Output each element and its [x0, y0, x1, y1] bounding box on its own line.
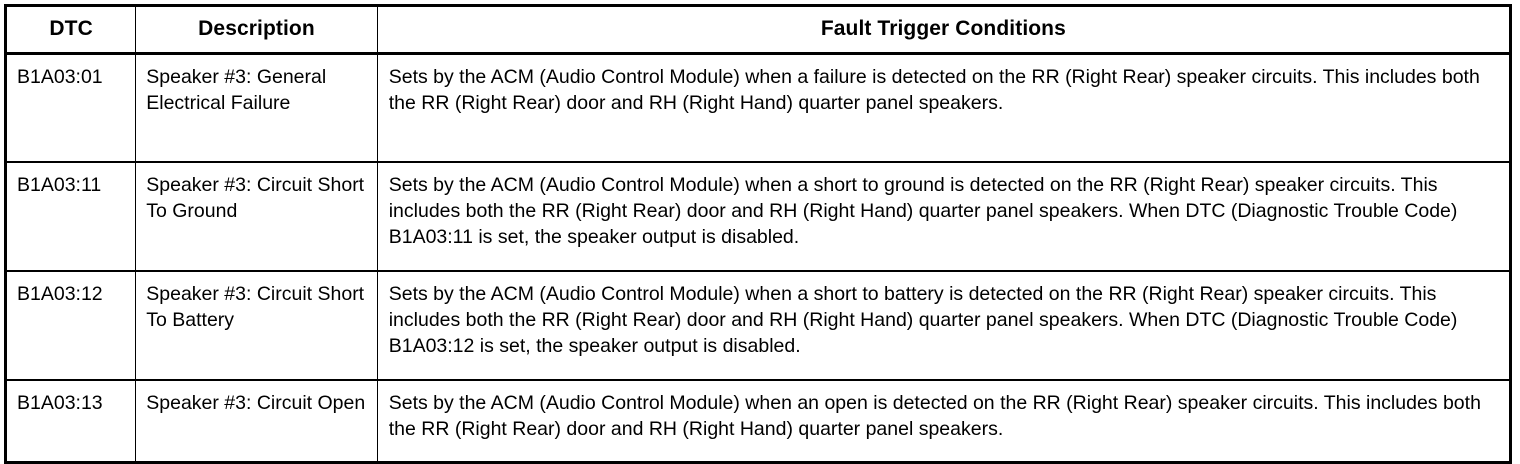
- cell-description: Speaker #3: Circuit Open: [135, 379, 378, 463]
- dtc-table-container: DTC Description Fault Trigger Conditions…: [4, 4, 1512, 464]
- table-header-row: DTC Description Fault Trigger Conditions: [5, 5, 1511, 55]
- table-row: B1A03:12 Speaker #3: Circuit Short To Ba…: [5, 270, 1511, 380]
- cell-fault-trigger-conditions: Sets by the ACM (Audio Control Module) w…: [377, 161, 1511, 271]
- cell-description: Speaker #3: General Electrical Failure: [135, 53, 378, 162]
- cell-fault-trigger-conditions: Sets by the ACM (Audio Control Module) w…: [388, 66, 1480, 114]
- cell-fault-trigger-conditions: Sets by the ACM (Audio Control Module) w…: [377, 270, 1511, 380]
- cell-fault-trigger-conditions: Sets by the ACM (Audio Control Module) w…: [377, 379, 1511, 463]
- table-row: B1A03:01 Speaker #3: General Electrical …: [5, 53, 1511, 162]
- table-header: DTC Description Fault Trigger Conditions: [5, 5, 1511, 55]
- table-row: B1A03:13 Speaker #3: Circuit Open Sets b…: [5, 379, 1511, 463]
- cell-description: Speaker #3: Circuit Short To Ground: [135, 161, 378, 271]
- column-header-dtc: DTC: [5, 5, 137, 55]
- dtc-fault-table: DTC Description Fault Trigger Conditions…: [4, 4, 1512, 464]
- table-body: B1A03:01 Speaker #3: General Electrical …: [5, 53, 1511, 463]
- column-header-fault-trigger-conditions: Fault Trigger Conditions: [377, 5, 1511, 55]
- column-header-description: Description: [135, 5, 378, 55]
- cell-dtc-code: B1A03:01: [5, 53, 137, 162]
- table-row: B1A03:11 Speaker #3: Circuit Short To Gr…: [5, 161, 1511, 271]
- cell-dtc-code: B1A03:11: [5, 161, 137, 271]
- cell-dtc-code: B1A03:13: [5, 379, 137, 463]
- cell-dtc-code: B1A03:12: [5, 270, 137, 380]
- cell-description: Speaker #3: Circuit Short To Battery: [135, 270, 378, 380]
